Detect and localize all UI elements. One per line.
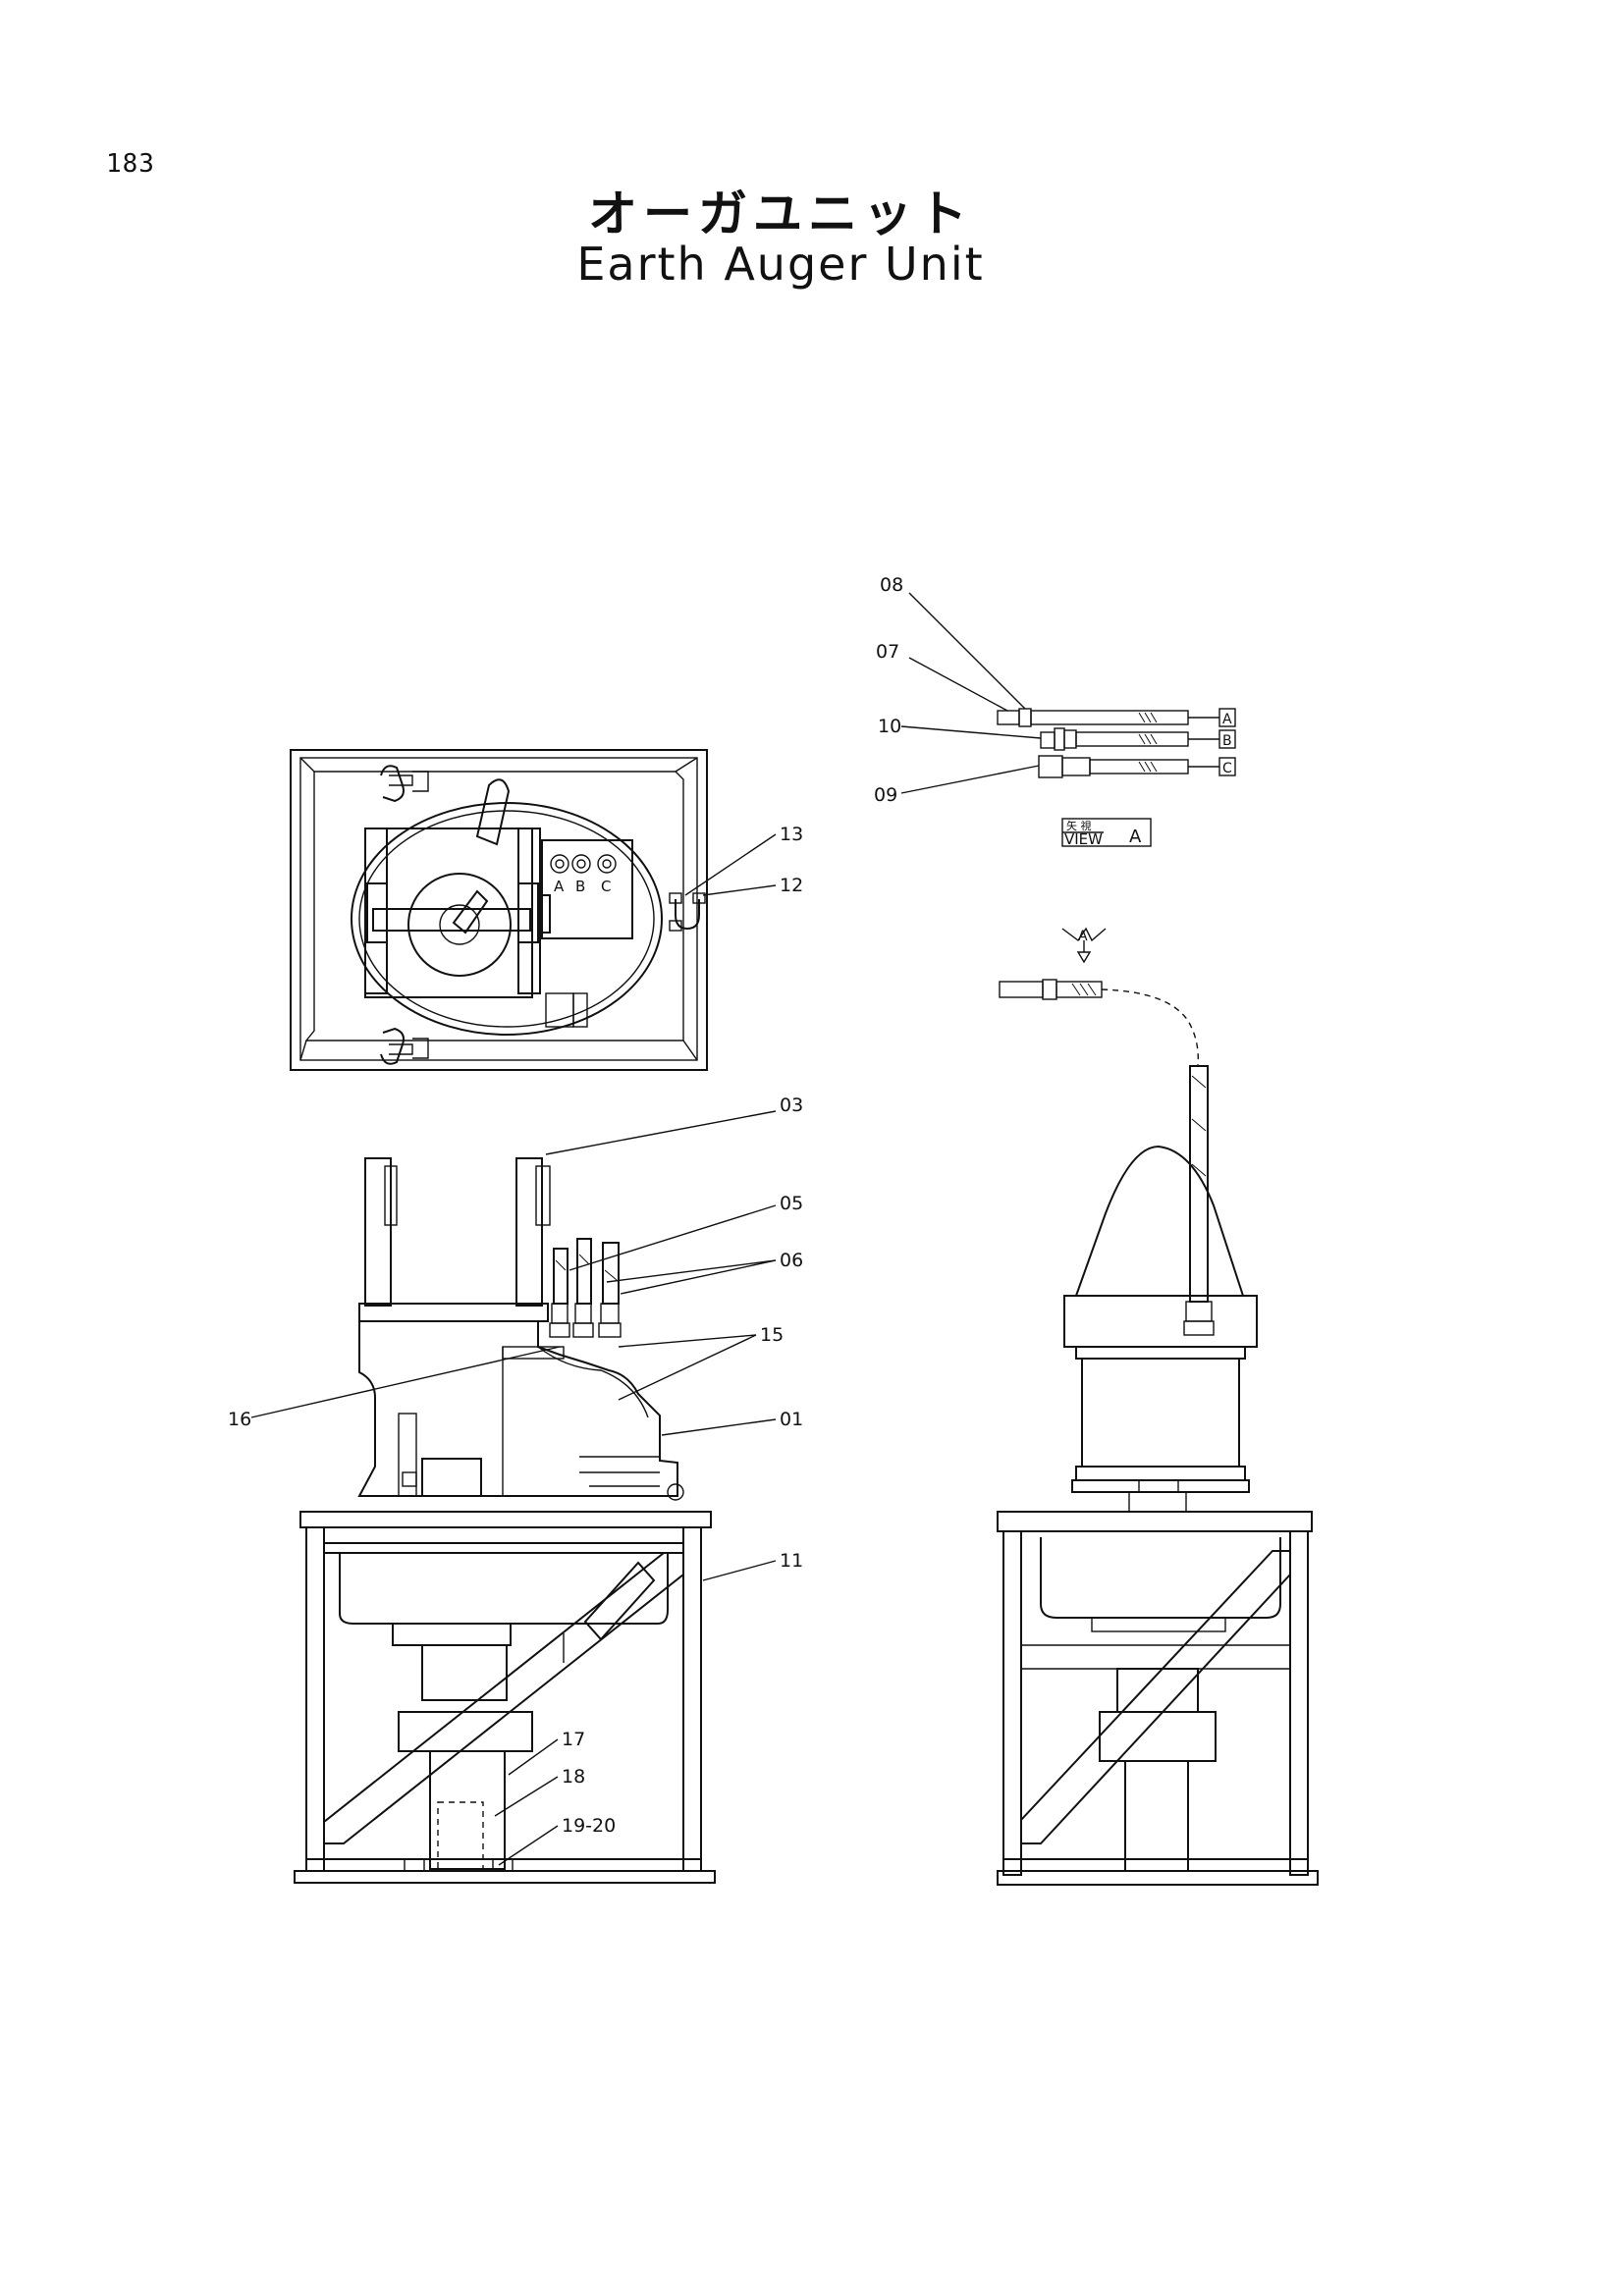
view-arrow-letter: A [1078,929,1088,944]
hose-tag-c: C [1222,761,1232,776]
title-english: Earth Auger Unit [576,238,985,291]
callout-18: 18 [562,1766,585,1788]
callout-15: 15 [760,1324,784,1346]
callout-10: 10 [878,716,901,737]
hose-tag-a: A [1222,712,1232,727]
callout-17: 17 [562,1729,585,1750]
callout-03: 03 [780,1095,803,1116]
callout-08: 08 [880,574,903,596]
view-a-kanji: 矢 視 [1066,819,1092,832]
port-label-c: C [601,878,611,895]
page-number: 183 [106,149,155,179]
callout-07: 07 [876,641,899,663]
callout-13: 13 [780,824,803,845]
callout-05: 05 [780,1193,803,1214]
title-japanese: オーガユニット [588,186,973,242]
callout-19-20: 19-20 [562,1815,616,1837]
leader-lines [250,592,1042,1866]
callout-01: 01 [780,1409,803,1430]
side-view [997,927,1319,1886]
front-view [294,1157,716,1884]
view-a-label: 矢 視 VIEW A A [1064,819,1142,944]
callout-06: 06 [780,1250,803,1271]
view-a-text: VIEW [1064,830,1103,848]
hose-tags: A B C [1222,712,1232,776]
top-view [290,749,708,1071]
callout-12: 12 [780,875,803,896]
view-a-letter: A [1129,827,1142,847]
port-label-a: A [554,878,565,895]
hose-tag-b: B [1222,733,1232,749]
callout-numbers: 08 07 10 09 13 12 03 05 06 15 16 01 11 1… [228,574,903,1837]
port-labels: A B C [554,878,611,895]
port-label-b: B [575,878,585,895]
callout-16: 16 [228,1409,251,1430]
callout-09: 09 [874,784,897,806]
view-a-hose-detail [997,708,1236,847]
callout-11: 11 [780,1550,803,1572]
